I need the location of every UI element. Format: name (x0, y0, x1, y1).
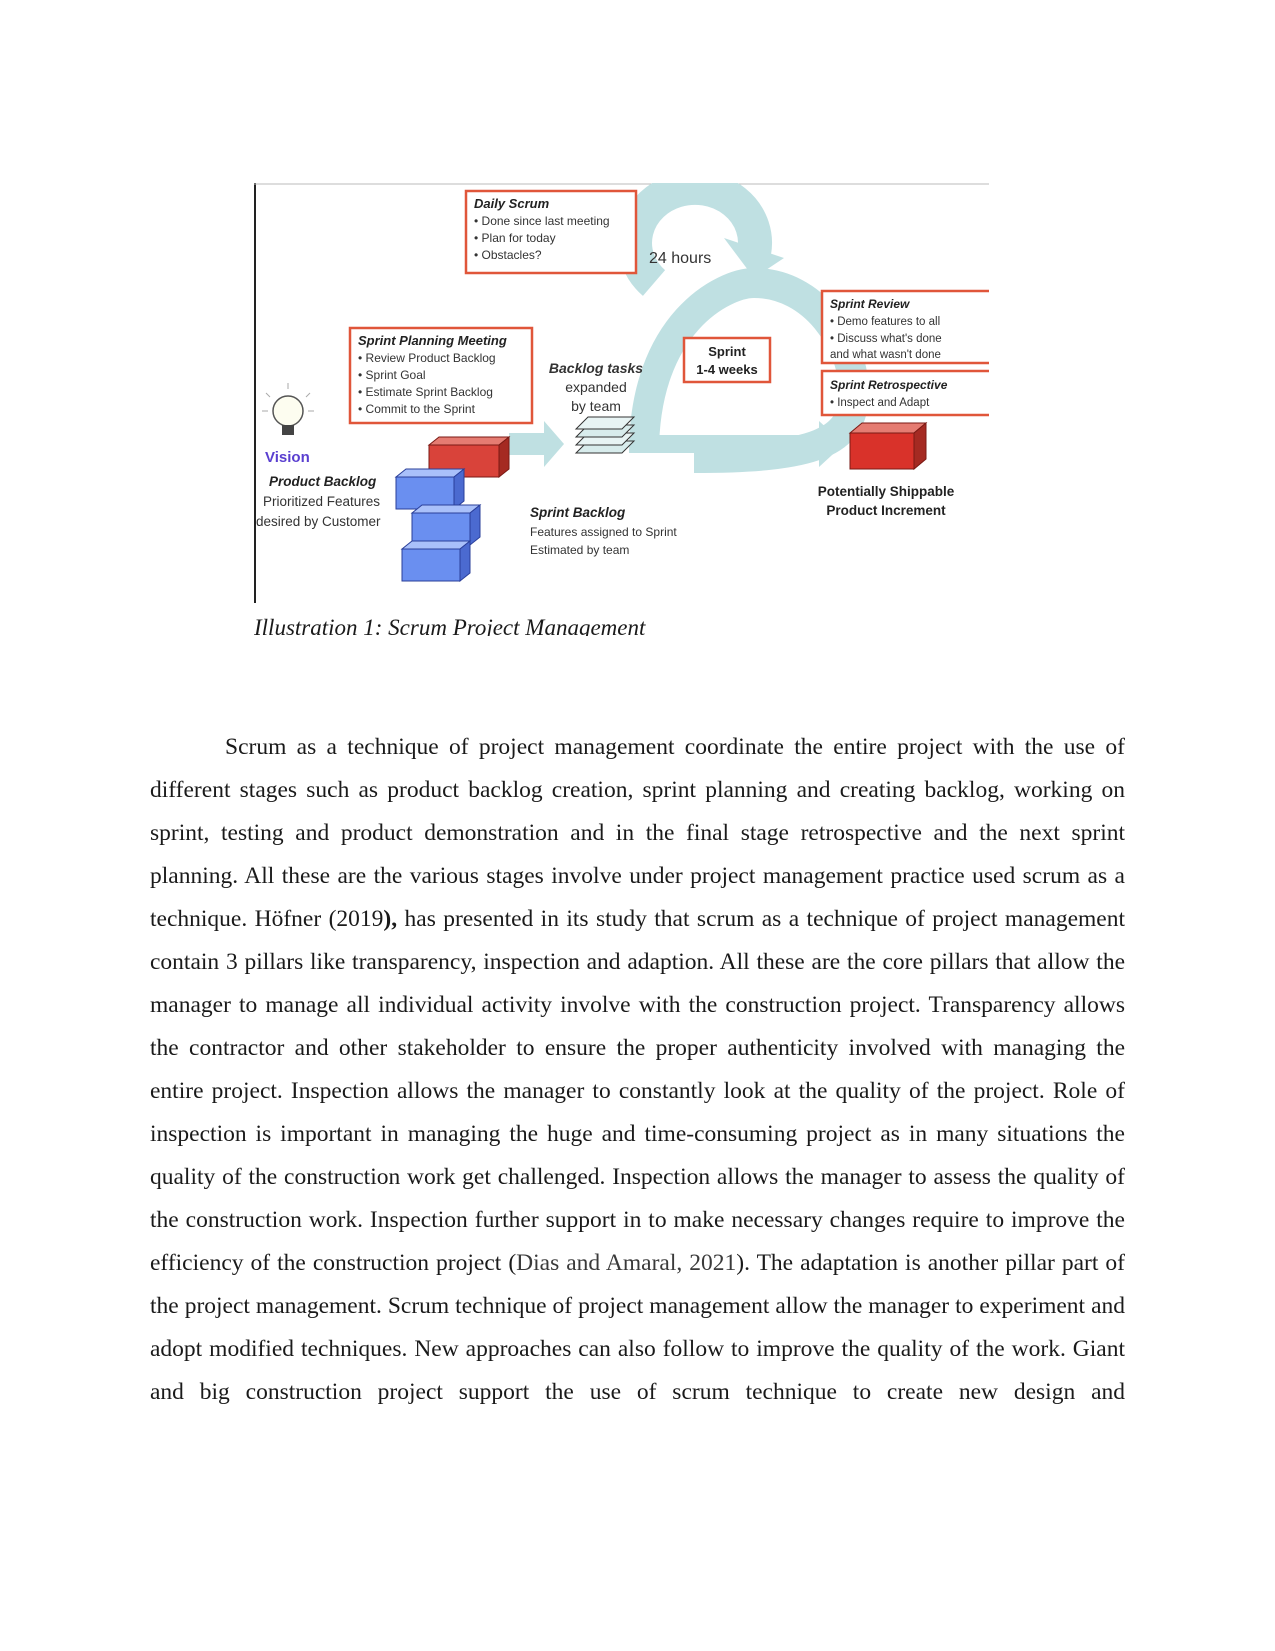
sprint-planning-item: • Review Product Backlog (358, 351, 496, 365)
daily-scrum-item: • Done since last meeting (474, 214, 610, 228)
body-text-bold: ), (383, 906, 398, 932)
sprint-review-item: • Discuss what's done (830, 333, 942, 345)
product-increment-block (848, 421, 928, 471)
daily-scrum-item: • Obstacles? (474, 248, 542, 262)
sprint-review-title: Sprint Review (830, 297, 910, 311)
sprint-box-line2: 1-4 weeks (696, 362, 757, 377)
sprint-review-box: Sprint Review • Demo features to all • D… (820, 289, 989, 365)
sprint-retrospective-item: • Inspect and Adapt (830, 397, 930, 409)
backlog-tasks-title: Backlog tasks (549, 360, 643, 376)
citation-link[interactable]: Dias and Amaral, 2021 (516, 1250, 737, 1276)
sprint-backlog-title: Sprint Backlog (530, 505, 626, 520)
cycle-label: 24 hours (649, 250, 711, 267)
body-text-part: has presented in its study that scrum as… (150, 906, 1125, 1276)
lightbulb-icon (262, 383, 314, 435)
sprint-planning-title: Sprint Planning Meeting (358, 333, 507, 348)
vision-label: Vision (265, 449, 310, 466)
daily-scrum-box: Daily Scrum • Done since last meeting • … (464, 189, 638, 275)
sprint-backlog-stack (574, 416, 636, 454)
sprint-box-line1: Sprint (708, 344, 746, 359)
sprint-review-item: and what wasn't done (830, 349, 941, 361)
product-backlog-blocks (394, 435, 511, 583)
product-backlog-line: Prioritized Features (263, 494, 380, 509)
daily-scrum-title: Daily Scrum (474, 196, 550, 211)
body-paragraph: Scrum as a technique of project manageme… (150, 726, 1125, 1414)
sprint-duration-box: Sprint 1-4 weeks (682, 336, 772, 384)
scrum-diagram: Daily Scrum • Done since last meeting • … (254, 183, 989, 603)
sprint-backlog-line: Features assigned to Sprint (530, 525, 677, 539)
sprint-review-item: • Demo features to all (830, 316, 940, 328)
product-backlog-line: desired by Customer (256, 514, 381, 529)
backlog-tasks-line: by team (571, 398, 621, 414)
scrum-diagram-svg: Daily Scrum • Done since last meeting • … (254, 183, 989, 603)
backlog-tasks-line: expanded (565, 379, 627, 395)
increment-line2: Product Increment (826, 503, 946, 518)
sprint-backlog-line: Estimated by team (530, 543, 629, 557)
figure-caption: Illustration 1: Scrum Project Management (254, 615, 646, 636)
sprint-retrospective-box: Sprint Retrospective • Inspect and Adapt (820, 369, 989, 417)
body-text-part: ). The adaptation is another pillar part… (150, 1250, 1125, 1405)
sprint-planning-item: • Estimate Sprint Backlog (358, 385, 493, 399)
increment-line1: Potentially Shippable (818, 484, 955, 499)
flow-arrow-to-increment (639, 421, 844, 467)
sprint-planning-item: • Sprint Goal (358, 368, 426, 382)
daily-scrum-item: • Plan for today (474, 231, 556, 245)
sprint-retrospective-title: Sprint Retrospective (830, 378, 948, 392)
product-backlog-title: Product Backlog (269, 474, 377, 489)
sprint-planning-box: Sprint Planning Meeting • Review Product… (348, 326, 534, 425)
body-text-part: Scrum as a technique of project manageme… (150, 734, 1125, 932)
flow-arrow-to-sprint-backlog (509, 421, 564, 467)
sprint-planning-item: • Commit to the Sprint (358, 402, 476, 416)
